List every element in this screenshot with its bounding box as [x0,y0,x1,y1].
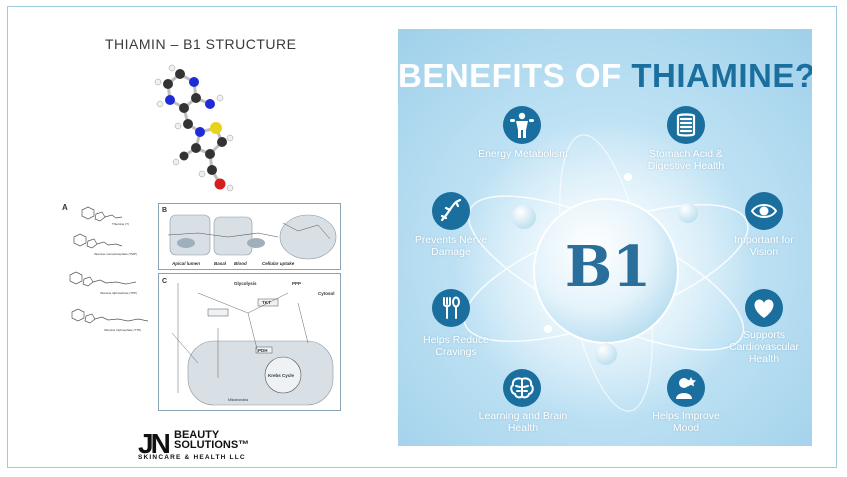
eye-icon [745,192,783,230]
logo-line-2: SOLUTIONS™ [174,439,250,451]
benefit-label: Energy Metabolism [478,148,568,160]
brain-icon [503,369,541,407]
panel-b-letter: B [162,207,167,214]
panel-c-label: Mitochondria [228,398,248,402]
panel-a-caption: thiamine monophosphate (TMP) [94,252,137,256]
panel-c-label: Krebs Cycle [268,373,295,378]
b1-center-label: B1 [564,234,652,300]
panel-b-label: Blood [234,261,247,266]
panel-a-structures: A Thiamine (T) thiamine monophosphate (T… [62,203,149,332]
panel-a-caption: thiamine triphosphate (TTP) [104,328,141,332]
thiamine-molecule-model [154,64,234,192]
panel-c-label: TKT [262,300,271,305]
heart-icon [745,289,783,327]
benefit-label: Stomach Acid & Digestive Health [647,148,725,172]
fork-spoon-icon [432,289,470,327]
panel-c-label: PDH [258,348,268,353]
logo-mark: JN [138,428,171,459]
panel-c-label: Glycolysis [234,281,257,286]
panel-a-caption: Thiamine (T) [112,222,129,226]
panel-c-letter: C [162,278,167,285]
panel-bc-pathway-diagram: B Apical lumen Basal Blood Cellular upta… [158,203,341,411]
panel-b-label: Cellular uptake [262,261,295,266]
panel-b-label: Apical lumen [171,261,200,266]
intestine-icon [667,106,705,144]
content-frame [7,6,837,468]
logo-line-1: BEAUTY [174,429,220,441]
title-part-2: THIAMINE? [631,57,812,94]
panel-b-label: Basal [214,261,227,266]
benefit-label: Supports Cardiovascular Health [728,329,800,365]
benefit-label: Prevents Nerve Damage [414,234,488,258]
infographic-title: BENEFITS OF THIAMINE? [398,57,812,95]
title-part-1: BENEFITS OF [398,57,632,94]
nerve-icon [432,192,470,230]
mood-icon [667,369,705,407]
benefit-label: Important for Vision [734,234,794,258]
jn-beauty-solutions-logo: JN BEAUTY SOLUTIONS™ SKINCARE & HEALTH L… [138,428,258,464]
panel-c-label: PPP [292,281,301,286]
structure-title: THIAMIN – B1 STRUCTURE [105,36,297,52]
logo-tagline: SKINCARE & HEALTH LLC [138,454,246,461]
panel-a-letter: A [62,203,68,212]
strongman-icon [503,106,541,144]
panel-c-label: Cytosol [318,291,335,296]
b1-orb-graphic [456,121,756,421]
panel-a-caption: thiamine diphosphate (TPP) [100,291,137,295]
benefit-label: Helps Improve Mood [652,410,720,434]
benefit-label: Helps Reduce Cravings [423,334,489,358]
benefits-infographic: BENEFITS OF THIAMINE? B1 Energy Metaboli… [398,29,812,446]
benefit-label: Learning and Brain Health [478,410,568,434]
